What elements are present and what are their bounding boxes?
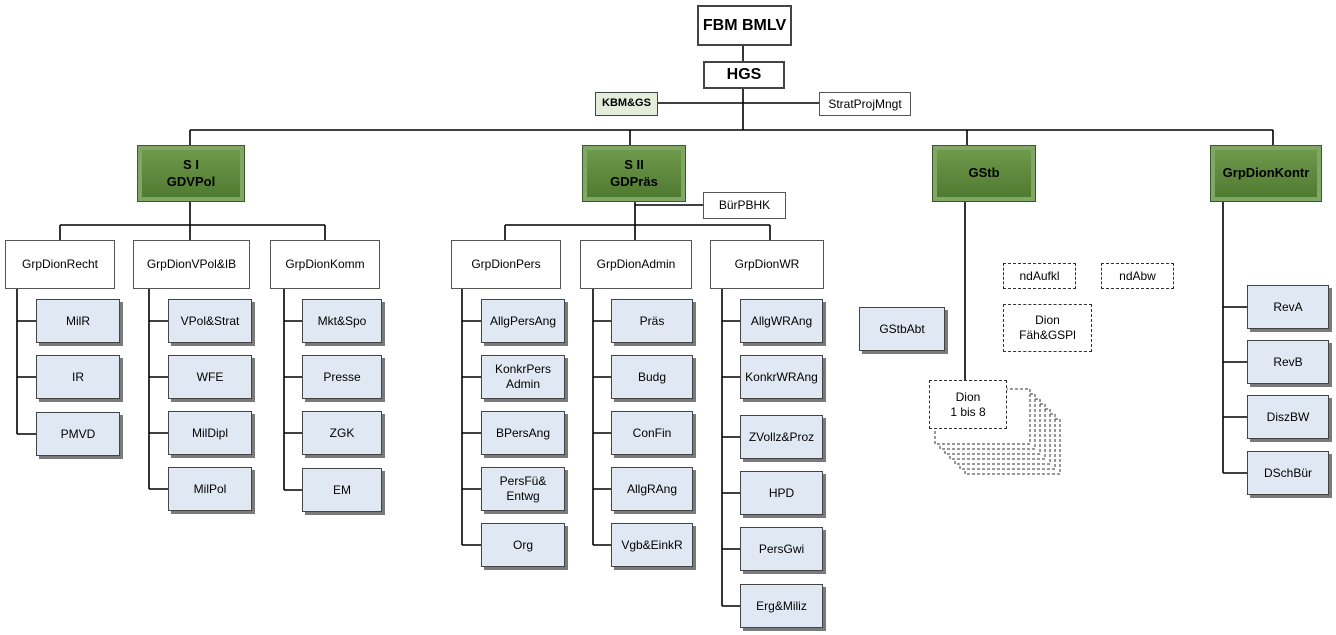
- unit-box: PersFü& Entwg: [481, 467, 565, 511]
- buerpbhk-box: BürPBHK: [703, 192, 786, 219]
- unit-box: RevB: [1247, 340, 1329, 384]
- unit-box: WFE: [168, 355, 252, 399]
- unit-box: KonkrWRAng: [740, 355, 823, 399]
- unit-box: Presse: [302, 355, 382, 399]
- unit-box: AllgPersAng: [481, 299, 565, 343]
- group-grpdionrecht: GrpDionRecht: [5, 240, 115, 289]
- unit-box: ConFin: [611, 411, 693, 455]
- unit-box: Budg: [611, 355, 693, 399]
- section-s1-gdvpol: S I GDVPol: [138, 146, 244, 201]
- section-gstb: GStb: [933, 146, 1035, 201]
- group-grpdionpers: GrpDionPers: [451, 240, 561, 289]
- unit-box: Mkt&Spo: [302, 299, 382, 343]
- unit-box: Präs: [611, 299, 693, 343]
- kbm-gs-box: KBM&GS: [595, 92, 658, 116]
- unit-box: MilDipl: [168, 411, 252, 455]
- unit-box: Org: [481, 523, 565, 567]
- unit-box: AllgWRAng: [740, 299, 823, 343]
- section-grpdionkontr: GrpDionKontr: [1211, 146, 1321, 201]
- unit-box: VPol&Strat: [168, 299, 252, 343]
- unit-box: PersGwi: [740, 527, 823, 571]
- unit-box: MilR: [36, 299, 120, 343]
- unit-box: KonkrPers Admin: [481, 355, 565, 399]
- unit-box: PMVD: [36, 412, 120, 456]
- unit-box: AllgRAng: [611, 467, 693, 511]
- unit-box: Vgb&EinkR: [611, 523, 693, 567]
- group-grpdionwr: GrpDionWR: [710, 240, 824, 289]
- group-grpdionkomm: GrpDionKomm: [270, 240, 380, 289]
- unit-box: HPD: [740, 471, 823, 515]
- ndaufkl-box: ndAufkl: [1003, 263, 1076, 289]
- unit-box: DSchBür: [1247, 451, 1329, 495]
- unit-box: IR: [36, 355, 120, 399]
- unit-box: DiszBW: [1247, 395, 1329, 439]
- group-grpdionadmin: GrpDionAdmin: [580, 240, 692, 289]
- dion-faeh-gspl-box: Dion Fäh&GSPl: [1003, 304, 1092, 352]
- unit-box: EM: [302, 468, 382, 512]
- unit-box: RevA: [1247, 285, 1329, 329]
- hgs-box: HGS: [703, 61, 785, 89]
- unit-box: ZGK: [302, 411, 382, 455]
- section-s2-gdpraes: S II GDPräs: [583, 146, 685, 201]
- unit-box: MilPol: [168, 467, 252, 511]
- dion-1-bis-8-box: Dion 1 bis 8: [929, 380, 1007, 429]
- stratprojmngt-box: StratProjMngt: [819, 92, 911, 116]
- unit-box: BPersAng: [481, 411, 565, 455]
- group-grpdionvpolib: GrpDionVPol&IB: [133, 240, 250, 289]
- unit-box: ZVollz&Proz: [740, 415, 823, 459]
- gstbabt-box: GStbAbt: [859, 307, 945, 351]
- unit-box: Erg&Miliz: [740, 584, 823, 628]
- ndabw-box: ndAbw: [1101, 263, 1174, 289]
- fbm-bmlv-box: FBM BMLV: [697, 5, 792, 46]
